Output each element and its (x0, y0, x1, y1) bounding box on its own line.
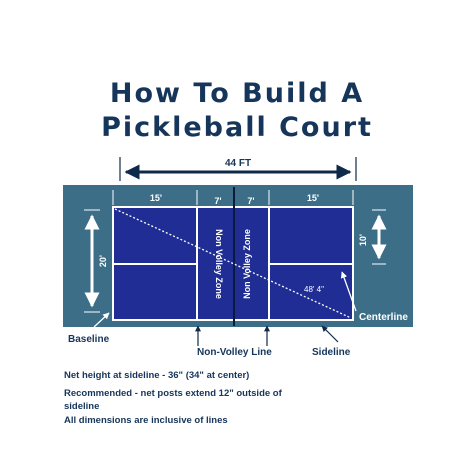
centerline-label: Centerline (359, 312, 408, 323)
overall-width-label: 44 FT (225, 158, 251, 169)
centerline-callout: Centerline (340, 271, 408, 323)
section-ticks (112, 190, 354, 205)
left-kitchen-label: 7' (214, 196, 221, 206)
court-width-dimension: 20' (84, 209, 108, 313)
right-non-volley-zone-label: Non Volley Zone (242, 229, 252, 299)
left-back-label: 15' (150, 193, 162, 203)
note-inclusive-lines: All dimensions are inclusive of lines (64, 415, 228, 426)
non-volley-line-label: Non-Volley Line (197, 347, 272, 358)
title-line-1: How To Build A (109, 78, 365, 109)
title-line-2: Pickleball Court (101, 112, 373, 143)
baseline-label: Baseline (68, 334, 110, 345)
baseline-callout: Baseline (68, 312, 110, 345)
sideline-callout: Sideline (312, 325, 351, 358)
note-net-height: Net height at sideline - 36" (34" at cen… (64, 370, 250, 381)
diagonal-dimension-line (114, 208, 352, 319)
sideline-label: Sideline (312, 347, 351, 358)
non-volley-line-callout: Non-Volley Line (195, 325, 272, 358)
service-half-width-label: 10' (358, 234, 368, 246)
service-half-width-dimension: 10' (358, 209, 387, 265)
right-kitchen-label: 7' (247, 196, 254, 206)
left-non-volley-zone-label: Non Volley Zone (214, 229, 224, 299)
right-back-label: 15' (307, 193, 319, 203)
court-width-label: 20' (98, 255, 108, 267)
diagonal-label: 48' 4" (304, 285, 324, 294)
note-net-posts: Recommended - net posts extend 12" outsi… (64, 388, 282, 412)
overall-width-dimension: 44 FT (119, 157, 357, 181)
